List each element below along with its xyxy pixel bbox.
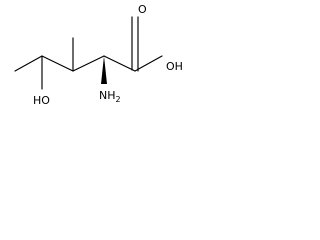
amine-main-label: NH [99, 89, 116, 102]
hydroxyl-left-label: HO [33, 94, 50, 107]
bond-c3-c2 [72, 55, 105, 72]
amine-subscript-label: 2 [116, 95, 121, 104]
bond-c5-c4 [14, 55, 43, 72]
wedge-bond-c2-amine [101, 56, 107, 84]
hydroxyl-right-label: OH [166, 60, 183, 73]
carbonyl-oxygen-label: O [138, 3, 147, 16]
chemical-structure: HO O OH NH2 [14, 3, 183, 107]
bond-c4-c3 [41, 55, 74, 72]
bond-c1-hydroxyl [134, 55, 163, 72]
amine-label: NH2 [99, 89, 121, 104]
bond-c2-c1 [103, 55, 136, 72]
